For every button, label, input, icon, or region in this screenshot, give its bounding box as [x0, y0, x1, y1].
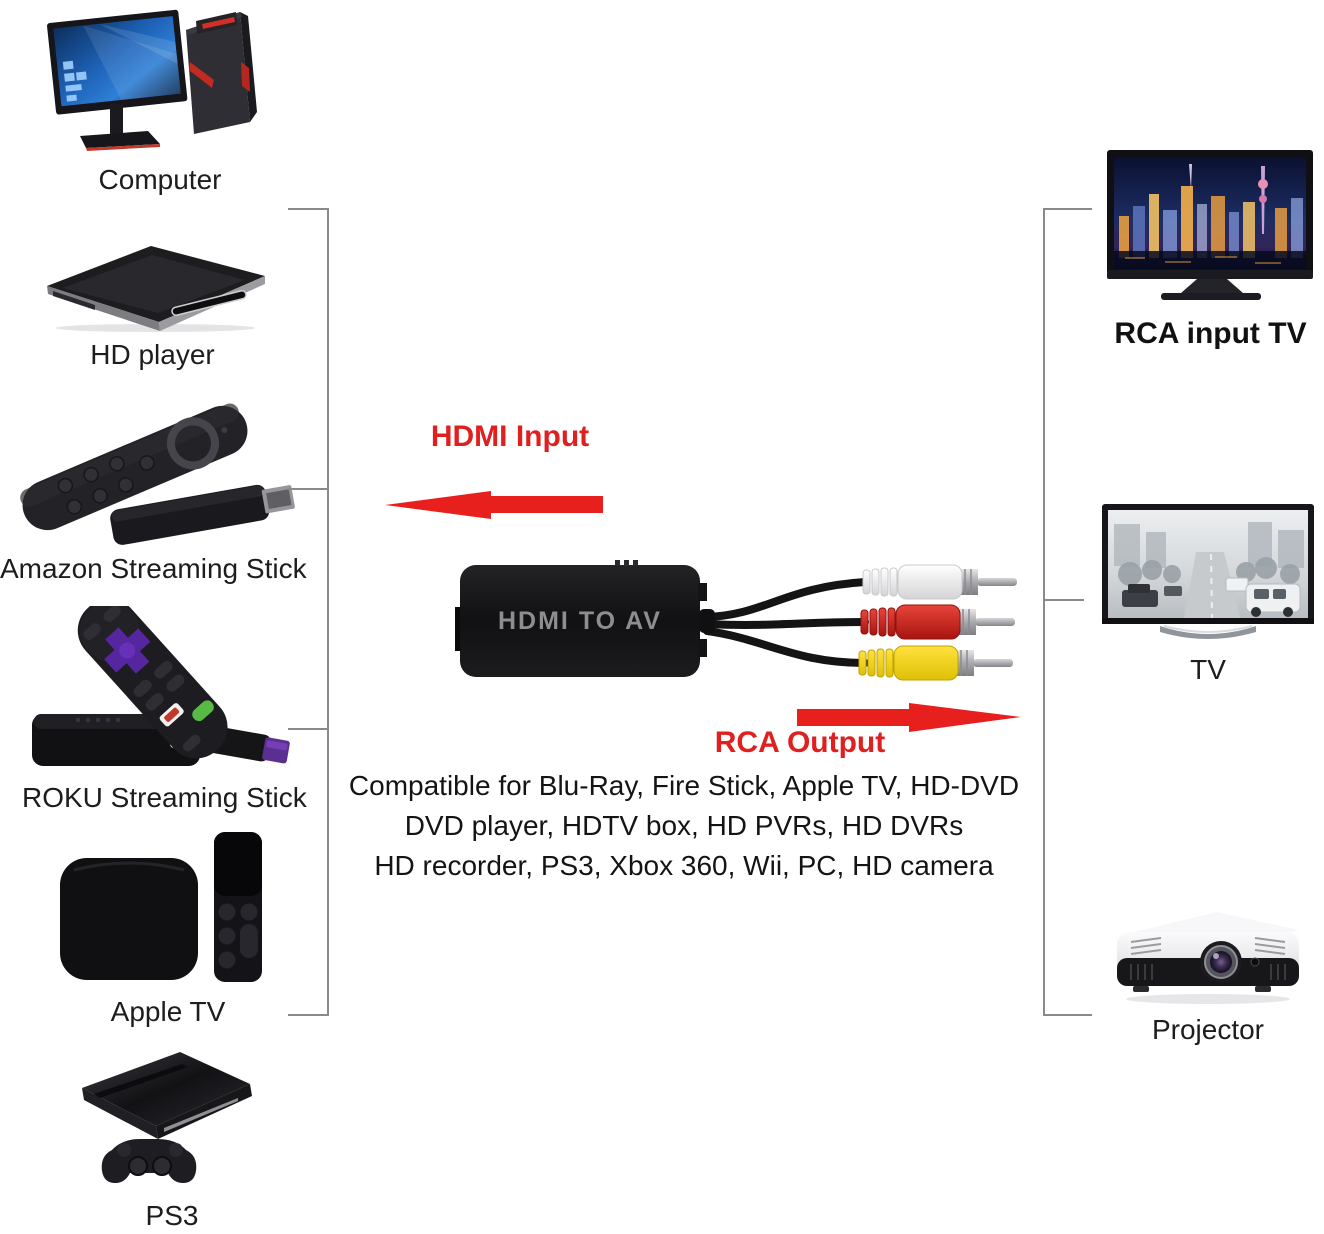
rca-output-label: RCA Output [714, 726, 886, 759]
right-devices-bracket [1043, 208, 1092, 1016]
rca-plug-white [862, 564, 1017, 600]
tv-label: TV [1190, 654, 1226, 685]
roku-stick-image [32, 606, 290, 766]
computer-image [47, 9, 257, 151]
hdmi-input-arrow [385, 491, 603, 519]
projector-label: Projector [1151, 1014, 1265, 1045]
hd-player-label: HD player [90, 339, 215, 370]
device-apple-tv: Apple TV [48, 830, 288, 1028]
left-bracket-tick-amazon [288, 488, 327, 490]
amazon-stick-image [20, 403, 295, 545]
rca-plug-red [860, 604, 1015, 640]
apple-tv-image [60, 832, 262, 982]
hd-player-image [46, 246, 265, 332]
ps3-label: PS3 [145, 1200, 199, 1231]
ps3-image [82, 1052, 252, 1183]
hdmi-input-label: HDMI Input [430, 420, 590, 453]
apple-tv-label: Apple TV [110, 996, 226, 1027]
projector-image [1117, 912, 1299, 1004]
device-projector: Projector [1103, 900, 1313, 1046]
rca-input-tv-label: RCA input TV [1114, 317, 1307, 350]
rca-input-tv-image [1107, 150, 1313, 300]
compatibility-line-3: HD recorder, PS3, Xbox 360, Wii, PC, HD … [374, 850, 994, 881]
device-tv: TV [1098, 502, 1318, 686]
device-amazon-stick: Amazon Streaming Stick [0, 395, 307, 585]
amazon-stick-label: Amazon Streaming Stick [0, 553, 307, 584]
rca-plug-yellow [858, 645, 1013, 681]
tv-image [1102, 504, 1314, 639]
device-roku-stick: ROKU Streaming Stick [22, 606, 307, 814]
hdmi-to-av-converter-image: HDMI TO AV [455, 560, 1017, 681]
converter-print: HDMI TO AV [498, 607, 662, 635]
computer-label: Computer [98, 164, 222, 195]
device-hd-player: HD player [30, 238, 275, 371]
compatibility-text: Compatible for Blu-Ray, Fire Stick, Appl… [324, 766, 1044, 886]
device-ps3: PS3 [52, 1046, 292, 1232]
compatibility-line-1: Compatible for Blu-Ray, Fire Stick, Appl… [348, 770, 1020, 801]
rca-output-arrow [797, 703, 1021, 732]
roku-stick-label: ROKU Streaming Stick [22, 782, 307, 813]
left-bracket-tick-roku [288, 728, 327, 730]
device-computer: Computer [40, 0, 280, 196]
left-devices-bracket [288, 208, 329, 1016]
device-rca-input-tv: RCA input TV [1103, 146, 1318, 351]
right-bracket-tick-tv [1043, 599, 1084, 601]
compatibility-line-2: DVD player, HDTV box, HD PVRs, HD DVRs [404, 810, 964, 841]
